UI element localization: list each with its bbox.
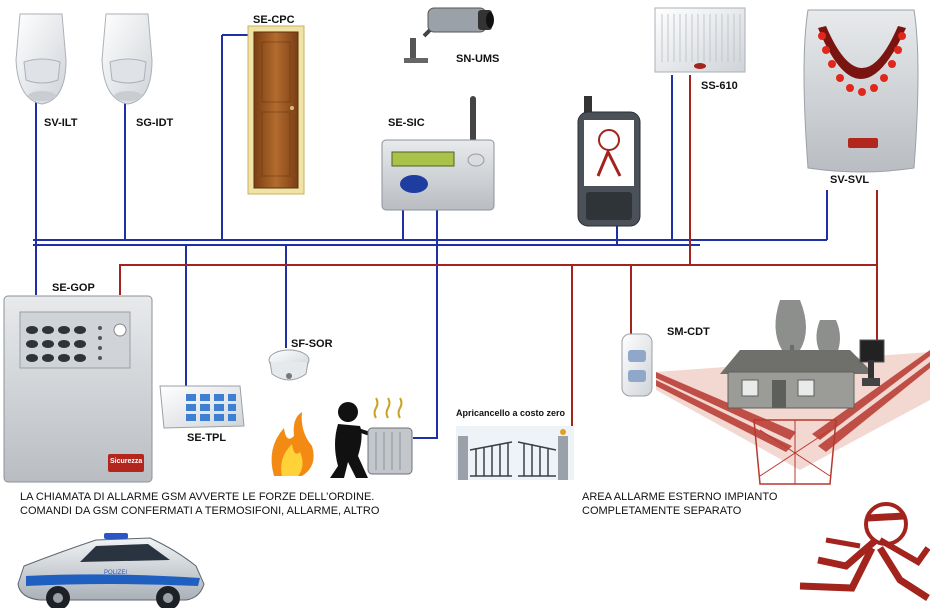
se-gop-control-panel-icon bbox=[3, 295, 153, 483]
caption-right-line2: COMPLETAMENTE SEPARATO bbox=[582, 505, 742, 517]
burglar-running-icon bbox=[799, 502, 930, 601]
blue-bus-wiring bbox=[33, 34, 828, 439]
se-cpc-door-icon bbox=[247, 25, 305, 195]
label-sm-cdt: SM-CDT bbox=[667, 326, 710, 338]
sv-ilt-motion-sensor-icon bbox=[15, 13, 67, 105]
sf-sor-smoke-detector-icon bbox=[268, 349, 310, 381]
caption-right-line1: AREA ALLARME ESTERNO IMPIANTO bbox=[582, 491, 778, 503]
sn-ums-camera-icon bbox=[404, 7, 494, 63]
label-se-cpc: SE-CPC bbox=[253, 14, 295, 26]
se-tpl-keypad-icon bbox=[159, 385, 245, 429]
label-ss-610: SS-610 bbox=[701, 80, 738, 92]
caption-left: LA CHIAMATA DI ALLARME GSM AVVERTE LE FO… bbox=[20, 490, 379, 518]
red-bus-wiring bbox=[119, 75, 878, 440]
outdoor-area-icon bbox=[656, 300, 930, 485]
label-apricancello: Apricancello a costo zero bbox=[456, 408, 566, 418]
label-sv-ilt: SV-ILT bbox=[44, 117, 78, 129]
caption-right: AREA ALLARME ESTERNO IMPIANTO COMPLETAME… bbox=[582, 490, 777, 518]
sv-svl-siren-icon bbox=[803, 9, 919, 173]
radiator-person-icon bbox=[330, 397, 413, 478]
label-se-gop: SE-GOP bbox=[52, 282, 95, 294]
sg-idt-motion-sensor-icon bbox=[101, 13, 153, 105]
label-sv-svl: SV-SVL bbox=[830, 174, 870, 186]
police-car-label: POLIZEI bbox=[104, 570, 127, 576]
smartphone-icon bbox=[577, 96, 641, 227]
label-se-sic: SE-SIC bbox=[388, 117, 425, 129]
sm-cdt-outdoor-sensor-icon bbox=[621, 333, 653, 397]
label-sf-sor: SF-SOR bbox=[291, 338, 333, 350]
police-car-icon: POLIZEI bbox=[17, 533, 205, 610]
gate-icon bbox=[456, 426, 574, 480]
floodlight-icon bbox=[859, 339, 885, 386]
label-se-tpl: SE-TPL bbox=[187, 432, 227, 444]
panel-badge: Sicurezza bbox=[110, 458, 143, 465]
caption-left-line1: LA CHIAMATA DI ALLARME GSM AVVERTE LE FO… bbox=[20, 491, 375, 503]
label-sn-ums: SN-UMS bbox=[456, 53, 500, 65]
caption-left-line2: COMANDI DA GSM CONFERMATI A TERMOSIFONI,… bbox=[20, 505, 380, 517]
se-sic-gsm-communicator-icon bbox=[381, 96, 495, 211]
ss-610-speaker-icon bbox=[654, 7, 746, 73]
fire-icon bbox=[271, 412, 314, 476]
label-sg-idt: SG-IDT bbox=[136, 117, 174, 129]
